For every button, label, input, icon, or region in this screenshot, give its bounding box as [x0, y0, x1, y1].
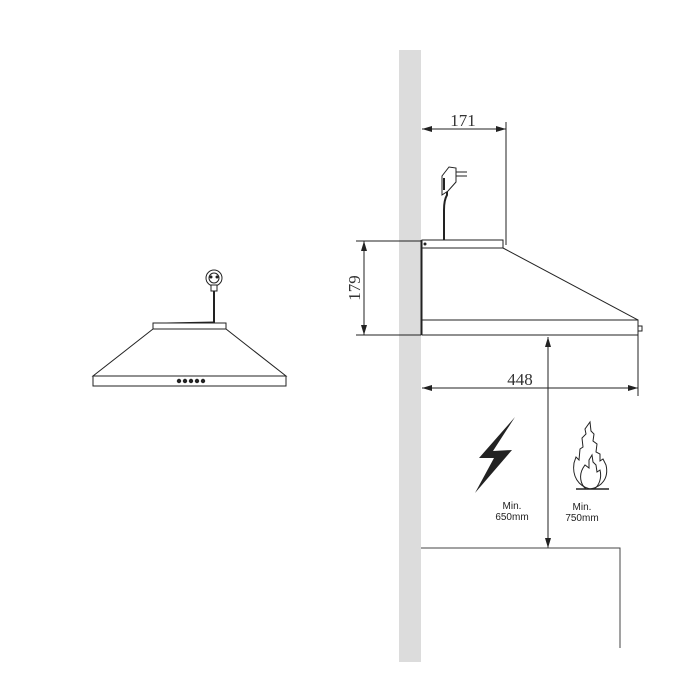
plug-front-icon [205, 269, 223, 292]
gas-distance-label: 750mm [565, 513, 598, 524]
dimension-171 [422, 122, 507, 245]
wall [399, 50, 421, 662]
hood-front-view [91, 269, 288, 387]
lightning-icon [475, 417, 515, 493]
hood-side-view [421, 166, 643, 336]
electric-distance-label: 650mm [495, 512, 528, 523]
dimension-171-label: 171 [450, 111, 476, 130]
control-buttons [176, 378, 206, 384]
dimension-179-label: 179 [345, 275, 364, 301]
plug-side-icon [441, 166, 467, 196]
dimension-448 [422, 335, 639, 396]
dimension-448-label: 448 [507, 370, 533, 389]
flame-icon [573, 420, 609, 490]
dimension-179 [356, 240, 421, 336]
electric-min-label: Min. [503, 501, 522, 512]
gas-min-label: Min. [573, 502, 592, 513]
countertop [421, 547, 621, 648]
